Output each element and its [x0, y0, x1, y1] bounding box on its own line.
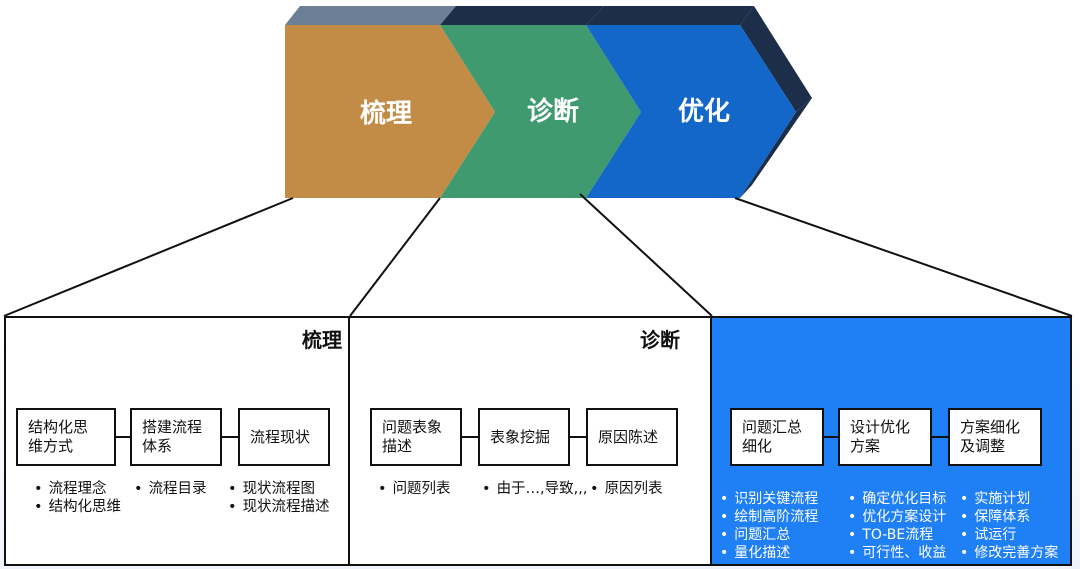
step-label: 问题汇总 细化: [742, 418, 803, 455]
connector-line: [579, 193, 713, 317]
bullet-list: 流程目录: [134, 480, 207, 498]
panel-optimize: 问题汇总 细化 设计优化 方案 方案细化 及调整 识别关键流程 绘制高阶流程 问…: [710, 316, 1072, 566]
chevron-2-label: 诊断: [527, 96, 579, 127]
bullet-item: 修改完善方案: [960, 544, 1058, 562]
chevron-1: [285, 25, 495, 198]
step-box: 方案细化 及调整: [948, 408, 1042, 466]
bullet-list: 原因列表: [590, 480, 663, 498]
bullet-item: 现状流程描述: [228, 498, 330, 516]
bullet-item: 保障体系: [960, 508, 1058, 526]
step-box: 原因陈述: [586, 408, 678, 466]
bullet-item: 流程目录: [134, 480, 207, 498]
chevron-3-label: 优化: [678, 97, 730, 127]
bullet-item: 确定优化目标: [848, 490, 946, 508]
panel-diagnosis: 诊断 问题表象 描述 表象挖掘 原因陈述 问题列表 由于…,导致,,, 原因列表: [348, 316, 712, 566]
panel-sorting: 梳理 结构化思 维方式 搭建流程 体系 流程现状 流程理念 结构化思维 流程目录…: [4, 316, 350, 566]
bullet-item: 结构化思维: [34, 498, 122, 516]
bullet-item: 实施计划: [960, 490, 1058, 508]
bullet-list: 确定优化目标 优化方案设计 TO-BE流程 可行性、收益: [848, 490, 946, 562]
step-box: 结构化思 维方式: [16, 408, 116, 466]
connector-line: [349, 197, 441, 317]
bullet-item: 绘制高阶流程: [720, 508, 818, 526]
bullet-item: 试运行: [960, 526, 1058, 544]
step-label: 表象挖掘: [490, 427, 551, 446]
step-connector: [824, 436, 838, 438]
bullet-list: 问题列表: [378, 480, 451, 498]
bullet-item: 原因列表: [590, 480, 663, 498]
step-label: 结构化思 维方式: [28, 418, 89, 455]
chevron-top-face-1: [285, 6, 456, 25]
step-label: 流程现状: [250, 427, 311, 446]
bullet-item: TO-BE流程: [848, 526, 946, 544]
step-connector: [570, 436, 586, 438]
bullet-item: 识别关键流程: [720, 490, 818, 508]
bullet-item: 问题列表: [378, 480, 451, 498]
chevron-side-face-3b: [740, 98, 812, 198]
bullet-list: 识别关键流程 绘制高阶流程 问题汇总 量化描述: [720, 490, 818, 562]
step-box: 表象挖掘: [478, 408, 570, 466]
step-connector: [116, 436, 130, 438]
bullet-list: 现状流程图 现状流程描述: [228, 480, 330, 516]
bullet-item: 流程理念: [34, 480, 121, 498]
bullet-item: 现状流程图: [228, 480, 330, 498]
chevron-top-face-2: [440, 6, 604, 25]
step-label: 原因陈述: [598, 427, 659, 446]
bullet-item: 优化方案设计: [848, 508, 946, 526]
bullet-item: 问题汇总: [720, 526, 818, 544]
bullet-list: 实施计划 保障体系 试运行 修改完善方案: [960, 490, 1058, 562]
step-connector: [932, 436, 948, 438]
bullet-item: 可行性、收益: [848, 544, 946, 562]
chevron-side-face-3: [740, 6, 812, 112]
chevron-top-face-3: [586, 6, 754, 25]
step-label: 方案细化 及调整: [960, 418, 1021, 455]
chevron-3: [586, 25, 796, 198]
step-box: 设计优化 方案: [838, 408, 932, 466]
step-label: 搭建流程 体系: [142, 418, 203, 455]
bullet-item: 量化描述: [720, 544, 818, 562]
panel-title: 诊断: [640, 328, 680, 352]
connector-line: [734, 197, 1073, 317]
step-box: 搭建流程 体系: [130, 408, 222, 466]
step-label: 设计优化 方案: [850, 418, 911, 455]
step-connector: [222, 436, 238, 438]
step-connector: [462, 436, 478, 438]
step-box: 问题汇总 细化: [730, 408, 824, 466]
step-box: 流程现状: [238, 408, 330, 466]
bullet-item: 由于…,导致,,,: [482, 480, 588, 498]
bullet-list: 由于…,导致,,,: [482, 480, 588, 498]
connector-line: [3, 197, 294, 317]
chevron-2: [440, 25, 641, 198]
chevron-1-label: 梳理: [360, 98, 412, 129]
step-box: 问题表象 描述: [370, 408, 462, 466]
panel-title: 梳理: [302, 328, 342, 352]
step-label: 问题表象 描述: [382, 418, 443, 455]
bullet-list: 流程理念 结构化思维: [34, 480, 122, 516]
